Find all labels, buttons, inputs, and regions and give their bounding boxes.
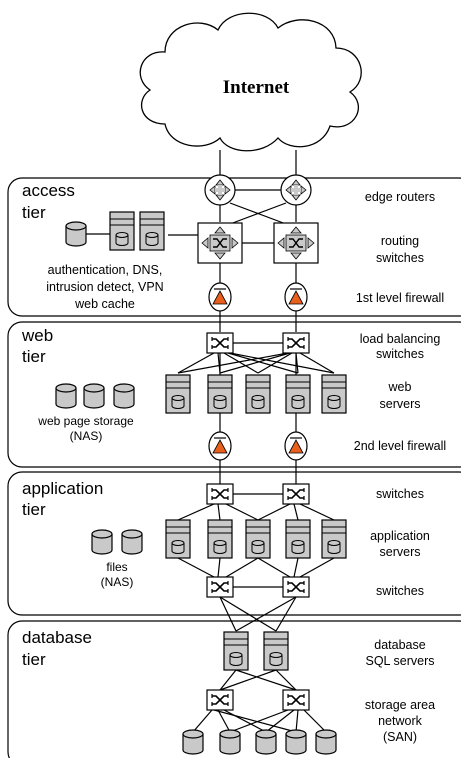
edge-router-icon <box>204 174 236 206</box>
routing-switch-icon <box>197 222 243 264</box>
web-tier-label-2: tier <box>22 347 46 366</box>
load-balancing-label: load balancing <box>360 332 441 346</box>
internet-label: Internet <box>223 77 290 98</box>
web-storage-label-2: (NAS) <box>70 429 103 443</box>
access-tier-label: access <box>22 181 75 200</box>
db-servers-label-2: SQL servers <box>365 654 434 668</box>
application-server-icon <box>208 520 232 558</box>
application-tier-label-2: tier <box>22 500 46 519</box>
san-label: storage area <box>365 698 435 712</box>
web-tier-label: web <box>21 326 53 345</box>
edge-router-icon <box>280 174 312 206</box>
san-switch-icon <box>282 689 310 711</box>
app-switch-icon <box>282 576 310 598</box>
database-tier-box <box>7 620 461 758</box>
web-storage-label: web page storage <box>37 414 134 428</box>
routing-switches-label: routing <box>381 234 419 248</box>
web-server-icon <box>322 375 346 413</box>
firewall-icon <box>284 282 308 312</box>
web-storage-disk-icon <box>83 383 105 409</box>
san-label-2: network <box>378 714 423 728</box>
access-tier-box <box>7 177 461 317</box>
web-servers-label-2: servers <box>380 397 421 411</box>
access-tier-label-2: tier <box>22 203 46 222</box>
application-server-icon <box>246 520 270 558</box>
edge-routers-label: edge routers <box>365 190 435 204</box>
application-server-icon <box>286 520 310 558</box>
san-disk-icon <box>255 729 277 755</box>
firewall-icon <box>208 431 232 461</box>
web-server-icon <box>246 375 270 413</box>
first-firewall-label: 1st level firewall <box>356 291 444 305</box>
access-services-label-3: web cache <box>74 297 135 311</box>
access-server-icon <box>140 212 164 250</box>
app-switches-bottom-label: switches <box>376 584 424 598</box>
web-server-icon <box>286 375 310 413</box>
application-tier-label: application <box>22 479 103 498</box>
web-storage-disk-icon <box>113 383 135 409</box>
app-switch-icon <box>206 576 234 598</box>
load-balancing-label-2: switches <box>376 347 424 361</box>
san-switch-icon <box>206 689 234 711</box>
firewall-icon <box>284 431 308 461</box>
application-server-icon <box>166 520 190 558</box>
san-label-3: (SAN) <box>383 730 417 744</box>
load-balancing-switch-icon <box>282 332 310 354</box>
second-firewall-label: 2nd level firewall <box>354 439 446 453</box>
web-server-icon <box>166 375 190 413</box>
app-servers-label: application <box>370 529 430 543</box>
app-switches-top-label: switches <box>376 487 424 501</box>
files-label-2: (NAS) <box>101 575 134 589</box>
firewall-icon <box>208 282 232 312</box>
access-services-label: authentication, DNS, <box>48 263 163 277</box>
access-server-icon <box>110 212 134 250</box>
connection-lines <box>168 150 335 733</box>
app-switch-icon <box>282 483 310 505</box>
application-server-icon <box>322 520 346 558</box>
files-label: files <box>106 560 127 574</box>
san-disk-icon <box>219 729 241 755</box>
files-disk-icon <box>121 529 143 555</box>
access-services-label-2: intrusion detect, VPN <box>46 280 163 294</box>
web-servers-label: web <box>388 380 412 394</box>
files-disk-icon <box>91 529 113 555</box>
access-disk-icon <box>65 221 87 247</box>
db-servers-label: database <box>374 638 425 652</box>
web-tier-box <box>7 321 461 468</box>
san-disk-icon <box>315 729 337 755</box>
internet-cloud-icon: Internet <box>139 12 362 152</box>
database-tier-label: database <box>22 628 92 647</box>
web-storage-disk-icon <box>55 383 77 409</box>
database-server-icon <box>264 632 288 670</box>
app-switch-icon <box>206 483 234 505</box>
routing-switches-label-2: switches <box>376 251 424 265</box>
web-server-icon <box>208 375 232 413</box>
database-server-icon <box>224 632 248 670</box>
san-disk-icon <box>285 729 307 755</box>
app-servers-label-2: servers <box>380 545 421 559</box>
database-tier-label-2: tier <box>22 650 46 669</box>
routing-switch-icon <box>273 222 319 264</box>
application-tier-box <box>7 471 461 616</box>
san-disk-icon <box>182 729 204 755</box>
load-balancing-switch-icon <box>206 332 234 354</box>
